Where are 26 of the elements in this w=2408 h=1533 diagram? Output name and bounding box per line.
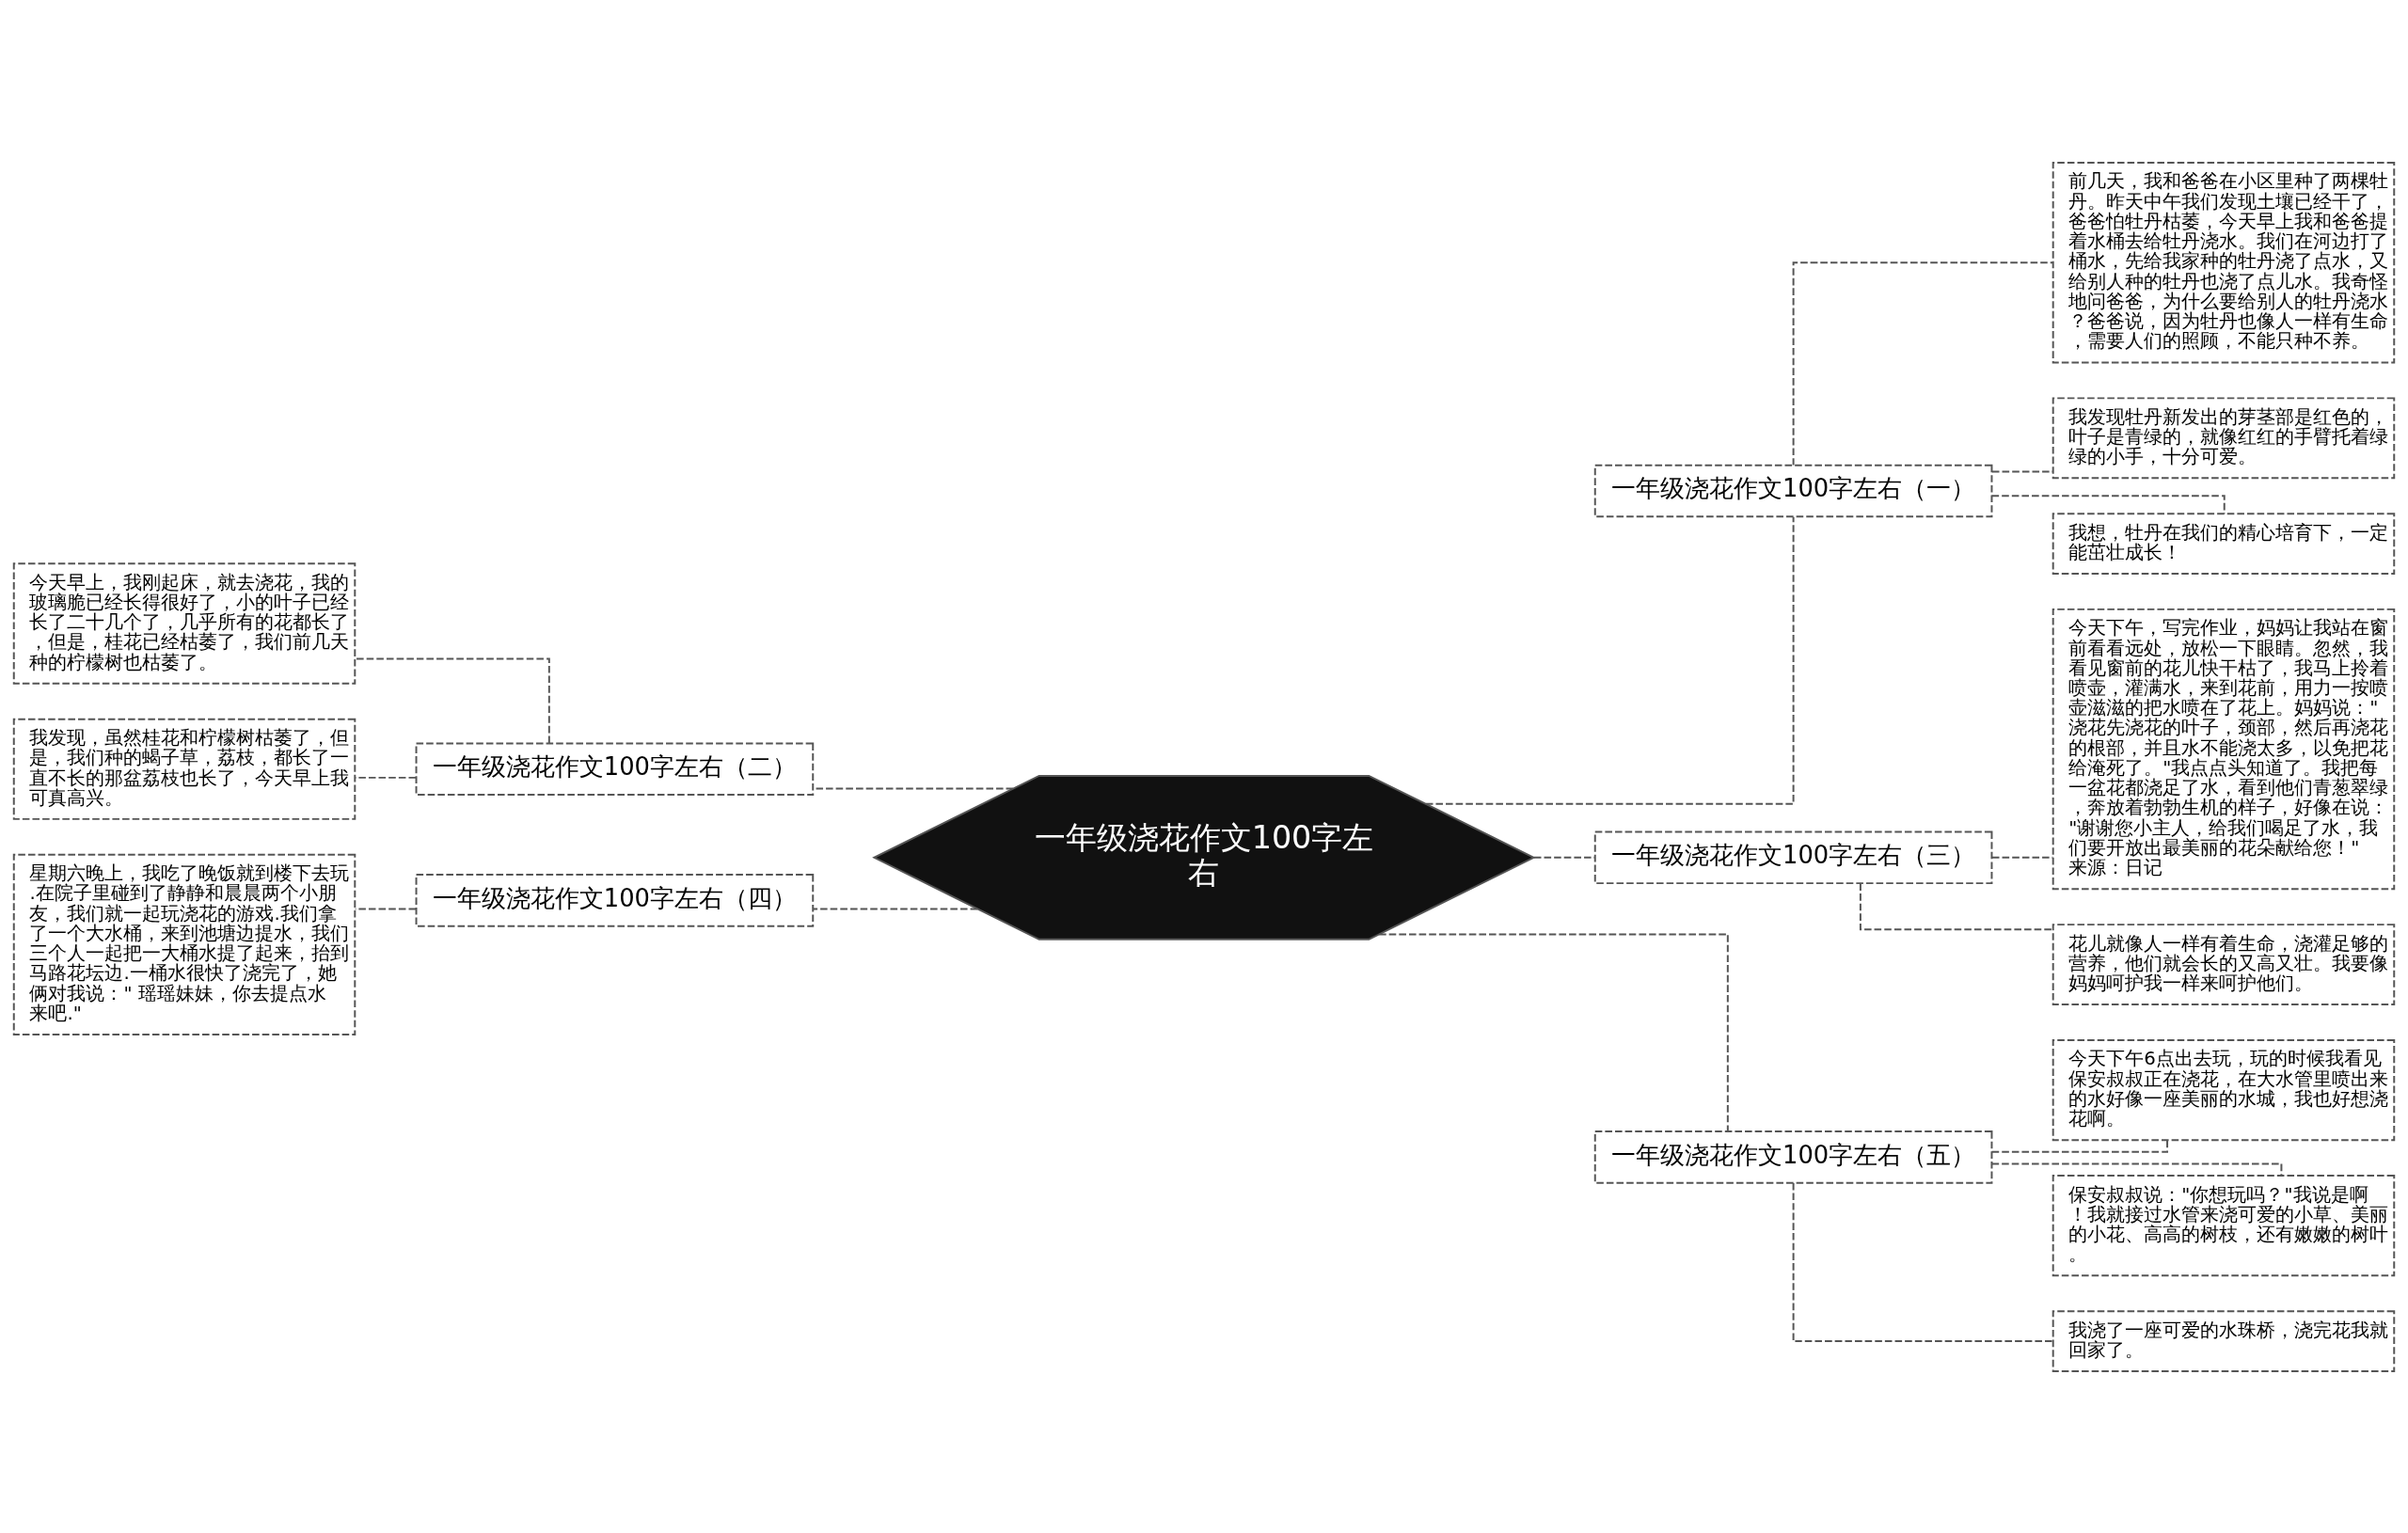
node-box: 我想，牡丹在我们的精心培育下，一定能茁壮成长！ bbox=[2052, 512, 2396, 575]
node-box: 前几天，我和爸爸在小区里种了两棵牡丹。昨天中午我们发现土壤已经干了，爸爸怕牡丹枯萎，今天早上我和爸爸提着水桶去给牡丹浇水。我们在河边打了桶水，先给我家种的牡丹浇了点水，又给别人种的牡丹也浇了点儿水。我奇怪地问爸爸，为什么要给别人的牡丹浇水？爸爸说，因为牡丹也像人一样有生命，需要人们的照顾，不能只种不养。 bbox=[2052, 161, 2396, 363]
node-box: 一年级浇花作文100字左右（五） bbox=[1593, 1130, 1993, 1184]
connector bbox=[1532, 856, 1596, 859]
connector bbox=[1990, 1139, 2169, 1153]
node-box: 一年级浇花作文100字左右（三） bbox=[1593, 830, 1993, 884]
connector bbox=[1425, 515, 1795, 805]
node-box: 我发现，虽然桂花和柠檬树枯萎了，但是，我们种的蝎子草，荔枝，都长了一直不长的那盆荔枝也长了，今天早上我可真高兴。 bbox=[12, 718, 356, 820]
node-box: 我浇了一座可爱的水珠桥，浇完花我就回家了。 bbox=[2052, 1309, 2396, 1372]
connector bbox=[1792, 261, 2054, 466]
node-box: 一年级浇花作文100字左右（二） bbox=[415, 742, 815, 796]
connector bbox=[354, 657, 550, 744]
node-box: 星期六晚上，我吃了晚饭就到楼下去玩.在院子里碰到了静静和晨晨两个小朋友，我们就一起玩浇花的游戏.我们拿了一个大水桶，来到池塘边提水，我们三个人一起把一大桶水提了起来，抬到马路花坛边.一桶水很快了浇完了，她俩对我说：" 瑶瑶妹妹，你去提点水来吧." bbox=[12, 853, 356, 1035]
node-box: 保安叔叔说："你想玩吗？"我说是啊！我就接过水管来浇可爱的小草、美丽的小花、高高的树枝，还有嫩嫩的树叶。 bbox=[2052, 1174, 2396, 1276]
connector bbox=[1990, 1162, 2283, 1176]
node-box: 今天下午，写完作业，妈妈让我站在窗前看看远处，放松一下眼睛。忽然，我看见窗前的花儿快干枯了，我马上拎着喷壶，灌满水，来到花前，用力一按喷壶滋滋的把水喷在了花上。妈妈说："浇花先浇花的叶子，颈部，然后再浇花的根部，并且水不能浇太多，以免把花给淹死了。"我点点头知道了。我把每一盆花都浇足了水，看到他们青葱翠绿，奔放着勃勃生机的样子，好像在说："谢谢您小主人，给我们喝足了水，我们要开放出最美丽的花朵献给您！" 来源：日记 bbox=[2052, 608, 2396, 890]
node-box: 今天下午6点出去玩，玩的时候我看见保安叔叔正在浇花，在大水管里喷出来的水好像一座美丽的水城，我也好想浇花啊。 bbox=[2052, 1038, 2396, 1141]
node-box: 花儿就像人一样有着生命，浇灌足够的营养，他们就会长的又高又壮。我要像妈妈呵护我一样来呵护他们。 bbox=[2052, 923, 2396, 1005]
node-box: 今天早上，我刚起床，就去浇花，我的玻璃脆已经长得很好了，小的叶子已经长了二十几个了，几乎所有的花都长了，但是，桂花已经枯萎了，我们前几天种的柠檬树也枯萎了。 bbox=[12, 561, 356, 685]
node-box: 我发现牡丹新发出的芽茎部是红色的，叶子是青绿的，就像红红的手臂托着绿绿的小手，十分可爱。 bbox=[2052, 396, 2396, 479]
node-box: 一年级浇花作文100字左右（四） bbox=[415, 873, 815, 927]
connector bbox=[812, 907, 979, 909]
connector bbox=[1378, 932, 1729, 1132]
node-box: 一年级浇花作文100字左右（一） bbox=[1593, 464, 1993, 517]
connector bbox=[1792, 1181, 2054, 1342]
connector bbox=[1859, 881, 2054, 930]
